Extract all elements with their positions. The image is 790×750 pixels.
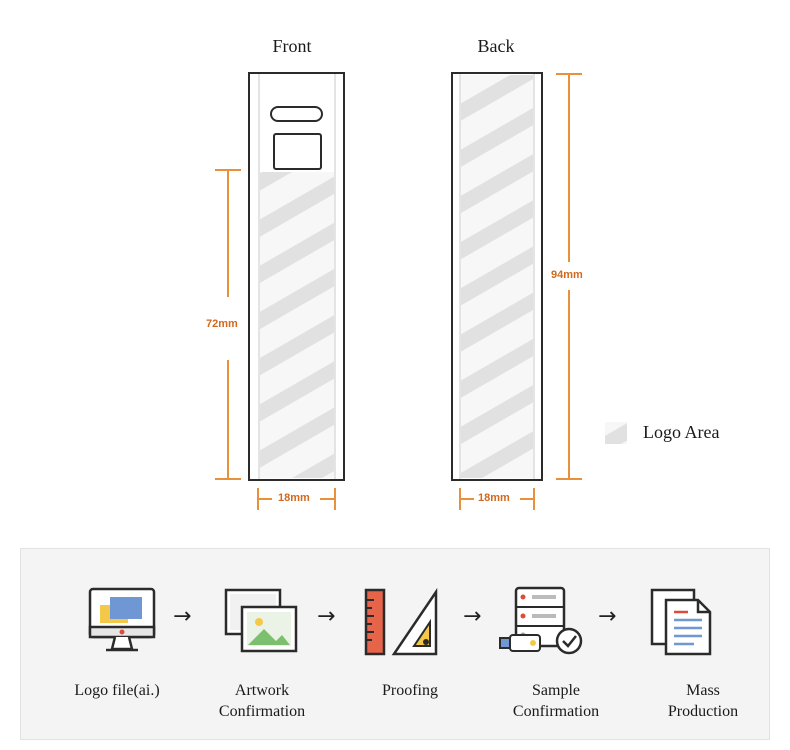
front-logo-area xyxy=(260,172,334,478)
back-width-dimension xyxy=(459,488,535,510)
step-3-label-line1: Proofing xyxy=(382,682,438,699)
step-4-label-line1: Sample xyxy=(532,682,580,699)
process-arrow-1: → xyxy=(173,604,192,629)
documents-icon xyxy=(650,588,712,656)
process-arrow-3: → xyxy=(463,604,482,629)
front-display-window xyxy=(273,133,322,170)
monitor-icon xyxy=(88,587,156,652)
back-view-title: Back xyxy=(477,36,515,56)
step-label-proofing: Proofing xyxy=(345,680,475,701)
back-body xyxy=(451,72,543,481)
front-height-label: 72mm xyxy=(206,318,238,330)
front-view-title: Front xyxy=(272,36,312,56)
step-5-label-line1: Mass xyxy=(686,682,720,699)
back-height-dimension xyxy=(556,73,582,480)
step-label-mass-production: Mass Production xyxy=(638,680,768,722)
legend-label: Logo Area xyxy=(643,422,720,442)
step-5-label-line2: Production xyxy=(667,703,739,720)
step-label-logo-file: Logo file(ai.) xyxy=(52,680,182,701)
hatched-logo-area-icon xyxy=(605,422,627,444)
ruler-triangle-icon xyxy=(364,587,438,656)
back-logo-area xyxy=(461,75,533,478)
front-body xyxy=(248,72,345,481)
front-width-label: 18mm xyxy=(278,492,310,504)
step-label-artwork-confirmation: Artwork Confirmation xyxy=(197,680,327,722)
front-width-dimension xyxy=(257,488,336,510)
step-2-label-line2: Confirmation xyxy=(218,703,306,720)
step-2-label-line1: Artwork xyxy=(234,682,290,699)
step-label-sample-confirmation: Sample Confirmation xyxy=(491,680,621,722)
step-1-label-line1: Logo file(ai.) xyxy=(74,682,160,699)
process-arrow-4: → xyxy=(598,604,617,629)
front-height-dimension xyxy=(215,169,241,480)
picture-frame-icon xyxy=(224,588,298,653)
process-arrow-2: → xyxy=(317,604,336,629)
step-4-label-line2: Confirmation xyxy=(512,703,600,720)
back-width-label: 18mm xyxy=(478,492,510,504)
product-dimension-drawing xyxy=(215,72,627,510)
back-height-label: 94mm xyxy=(551,269,583,281)
server-usb-check-icon xyxy=(499,586,583,655)
process-steps-panel xyxy=(20,548,770,740)
front-port-slot xyxy=(270,106,323,122)
